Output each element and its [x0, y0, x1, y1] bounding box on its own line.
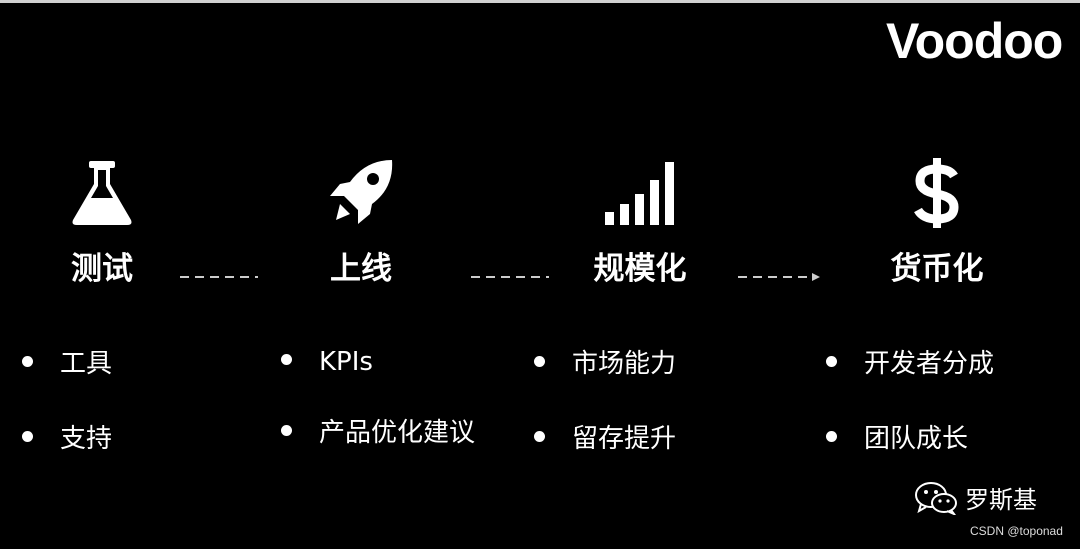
voodoo-logo: Voodoo — [886, 13, 1063, 69]
list-item: 团队成长 — [826, 417, 968, 461]
bullet-dot — [281, 425, 292, 436]
dashed-connector — [471, 276, 549, 278]
stage-title-launch: 上线 — [330, 251, 392, 287]
dashed-arrow-connector — [738, 273, 820, 281]
bullet-dot — [22, 356, 33, 367]
stage-title-monetize: 货币化 — [890, 251, 984, 287]
list-item: KPIs — [281, 340, 373, 384]
list-item: 市场能力 — [534, 342, 676, 386]
bullet-dot — [534, 356, 545, 367]
flask-icon — [72, 161, 132, 225]
bullet-dot — [826, 431, 837, 442]
account-name: 罗斯基 — [965, 486, 1037, 514]
top-rule — [0, 0, 1080, 3]
bullet-dot — [281, 354, 292, 365]
list-item: 工具 — [22, 342, 112, 386]
list-item: 开发者分成 — [826, 342, 994, 386]
list-item: 留存提升 — [534, 417, 676, 461]
wechat-icon — [915, 481, 957, 515]
bullet-dot — [22, 431, 33, 442]
bullet-dot — [826, 356, 837, 367]
bullet-dot — [534, 431, 545, 442]
signal-bars-icon — [605, 162, 674, 225]
rocket-icon — [330, 160, 393, 224]
dollar-icon — [914, 158, 959, 228]
dashed-connector — [180, 276, 258, 278]
list-item: 支持 — [22, 417, 112, 461]
source-credit: CSDN @toponad — [970, 524, 1063, 538]
stage-title-scale: 规模化 — [593, 251, 687, 287]
wechat-watermark: 罗斯基 — [915, 480, 1037, 515]
stage-title-test: 测试 — [71, 251, 133, 287]
list-item: 产品优化建议 — [281, 411, 475, 455]
